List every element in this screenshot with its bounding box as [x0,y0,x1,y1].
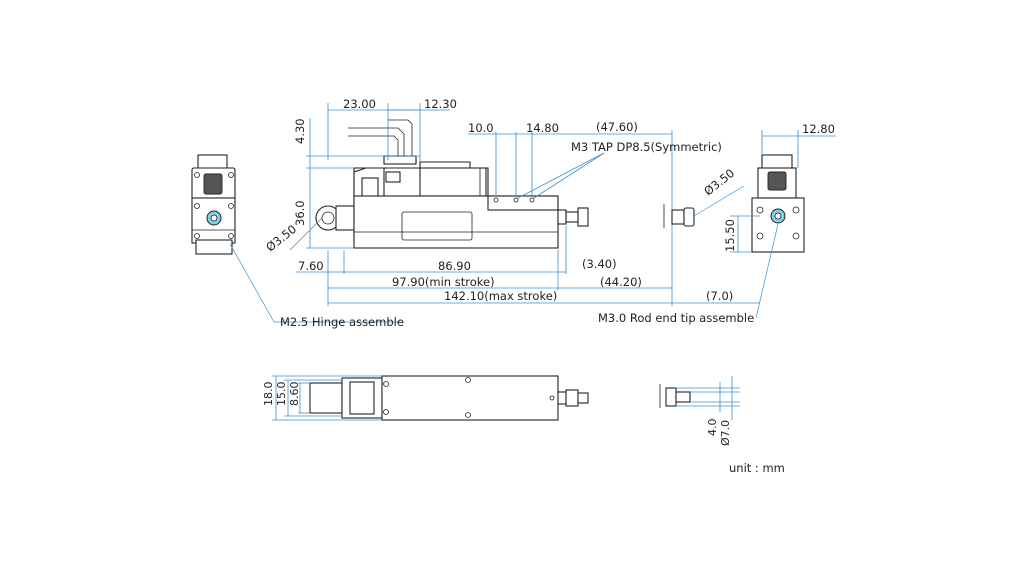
note-m3-tap: M3 TAP DP8.5(Symmetric) [571,140,722,154]
dim-36-0: 36.0 [293,200,307,226]
dim-15-50: 15.50 [723,219,737,252]
main-view-dimension-lines [289,103,760,306]
dim-44-20: (44.20) [600,275,642,289]
dim-12-30: 12.30 [424,97,457,111]
dim-14-80: 14.80 [526,121,559,135]
left-end-view [191,154,236,255]
note-hinge: M2.5 Hinge assemble [280,315,404,329]
note-rod-end: M3.0 Rod end tip assemble [598,311,754,325]
dim-23-00: 23.00 [343,97,376,111]
dim-4-0: 4.0 [706,419,719,437]
rod-end-detail [659,376,740,420]
main-side-view [315,119,589,249]
dim-47-60: (47.60) [596,120,638,134]
note-unit: unit : mm [729,461,785,475]
bottom-top-view [272,375,589,421]
dim-12-80: 12.80 [802,122,835,136]
dim-7-0: (7.0) [706,289,733,303]
dim-dia-7-0: Ø7.0 [719,420,732,446]
right-end-view [730,130,836,319]
rod-end-side-view [663,185,745,228]
dim-97-90: 97.90(min stroke) [392,275,495,289]
dim-10-0: 10.0 [468,121,494,135]
hinge-leader [229,243,275,323]
dim-4-30: 4.30 [293,118,307,144]
dim-8-60: 8.60 [288,382,301,407]
dim-15-0: 15.0 [275,382,288,407]
dim-7-60: 7.60 [298,259,324,273]
dim-dia-3-50-left: Ø3.50 [263,222,299,254]
dim-3-40: (3.40) [582,257,617,271]
dim-86-90: 86.90 [438,259,471,273]
dim-18-0: 18.0 [262,382,275,407]
dim-142-10: 142.10(max stroke) [444,289,557,303]
